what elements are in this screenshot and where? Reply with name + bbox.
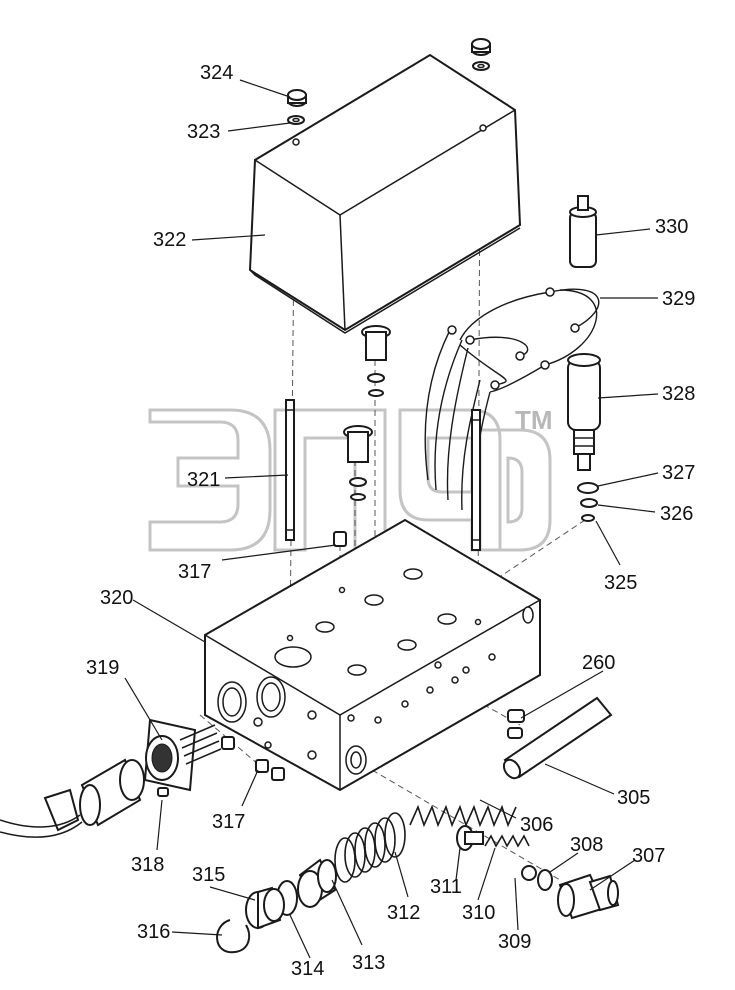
plug-317-top	[333, 531, 347, 547]
sensor-328	[567, 353, 601, 471]
fitting-307	[557, 873, 620, 920]
callout-330: 330	[655, 216, 689, 238]
tube-305	[502, 696, 613, 780]
fitting-260	[507, 709, 525, 739]
manifold-block-320	[204, 518, 541, 792]
callout-309: 309	[498, 931, 532, 953]
poppet-311	[456, 825, 484, 851]
callout-322: 322	[153, 229, 187, 251]
snap-ring-316	[216, 919, 251, 954]
watermark-trademark: TM	[515, 405, 553, 435]
spring-310	[484, 834, 530, 848]
wiring-harness-329	[424, 287, 600, 521]
callout-320: 320	[100, 587, 134, 609]
callout-325: 325	[604, 572, 638, 594]
callout-318: 318	[131, 854, 165, 876]
callout-328: 328	[662, 383, 696, 405]
cover-322	[248, 53, 522, 334]
cartridge-upper	[361, 325, 391, 397]
stud-321-left	[285, 399, 295, 541]
callout-323: 323	[187, 121, 221, 143]
ball-309	[521, 865, 537, 881]
capacitor-330	[569, 195, 597, 268]
callout-315: 315	[192, 864, 226, 886]
callout-324: 324	[200, 62, 234, 84]
leader-lines	[124, 79, 659, 959]
o-ring-327	[577, 482, 599, 494]
callout-308: 308	[570, 834, 604, 856]
callout-310: 310	[462, 902, 496, 924]
callout-321: 321	[187, 469, 221, 491]
callout-313: 313	[352, 952, 386, 974]
washer-323-left	[287, 115, 305, 125]
callout-326: 326	[660, 503, 694, 525]
callout-317-top: 317	[178, 561, 212, 583]
callout-327: 327	[662, 462, 696, 484]
callout-329: 329	[662, 288, 696, 310]
stud-321-right	[471, 409, 481, 551]
plug-cable	[0, 758, 145, 838]
screw-318	[157, 787, 169, 797]
o-ring-308	[537, 869, 553, 891]
cartridge-lower	[343, 425, 373, 501]
plug-317-side	[221, 736, 285, 781]
callout-307: 307	[632, 845, 666, 867]
callout-306: 306	[520, 814, 554, 836]
o-ring-325	[581, 514, 595, 522]
plug-315	[245, 886, 285, 930]
callout-311: 311	[430, 876, 462, 898]
spring-312	[334, 812, 406, 883]
callout-316: 316	[137, 921, 171, 943]
callout-260: 260	[582, 652, 616, 674]
nut-324-right	[471, 38, 491, 56]
callout-319: 319	[86, 657, 120, 679]
callout-305: 305	[617, 787, 651, 809]
washer-323-right	[472, 61, 490, 71]
spring-306	[409, 804, 517, 828]
callout-317-side: 317	[212, 811, 246, 833]
o-ring-326	[580, 498, 598, 508]
callout-314: 314	[291, 958, 325, 980]
callout-312: 312	[387, 902, 421, 924]
nut-324-left	[287, 89, 307, 107]
connector-319	[143, 718, 222, 792]
cup-313	[297, 858, 337, 908]
